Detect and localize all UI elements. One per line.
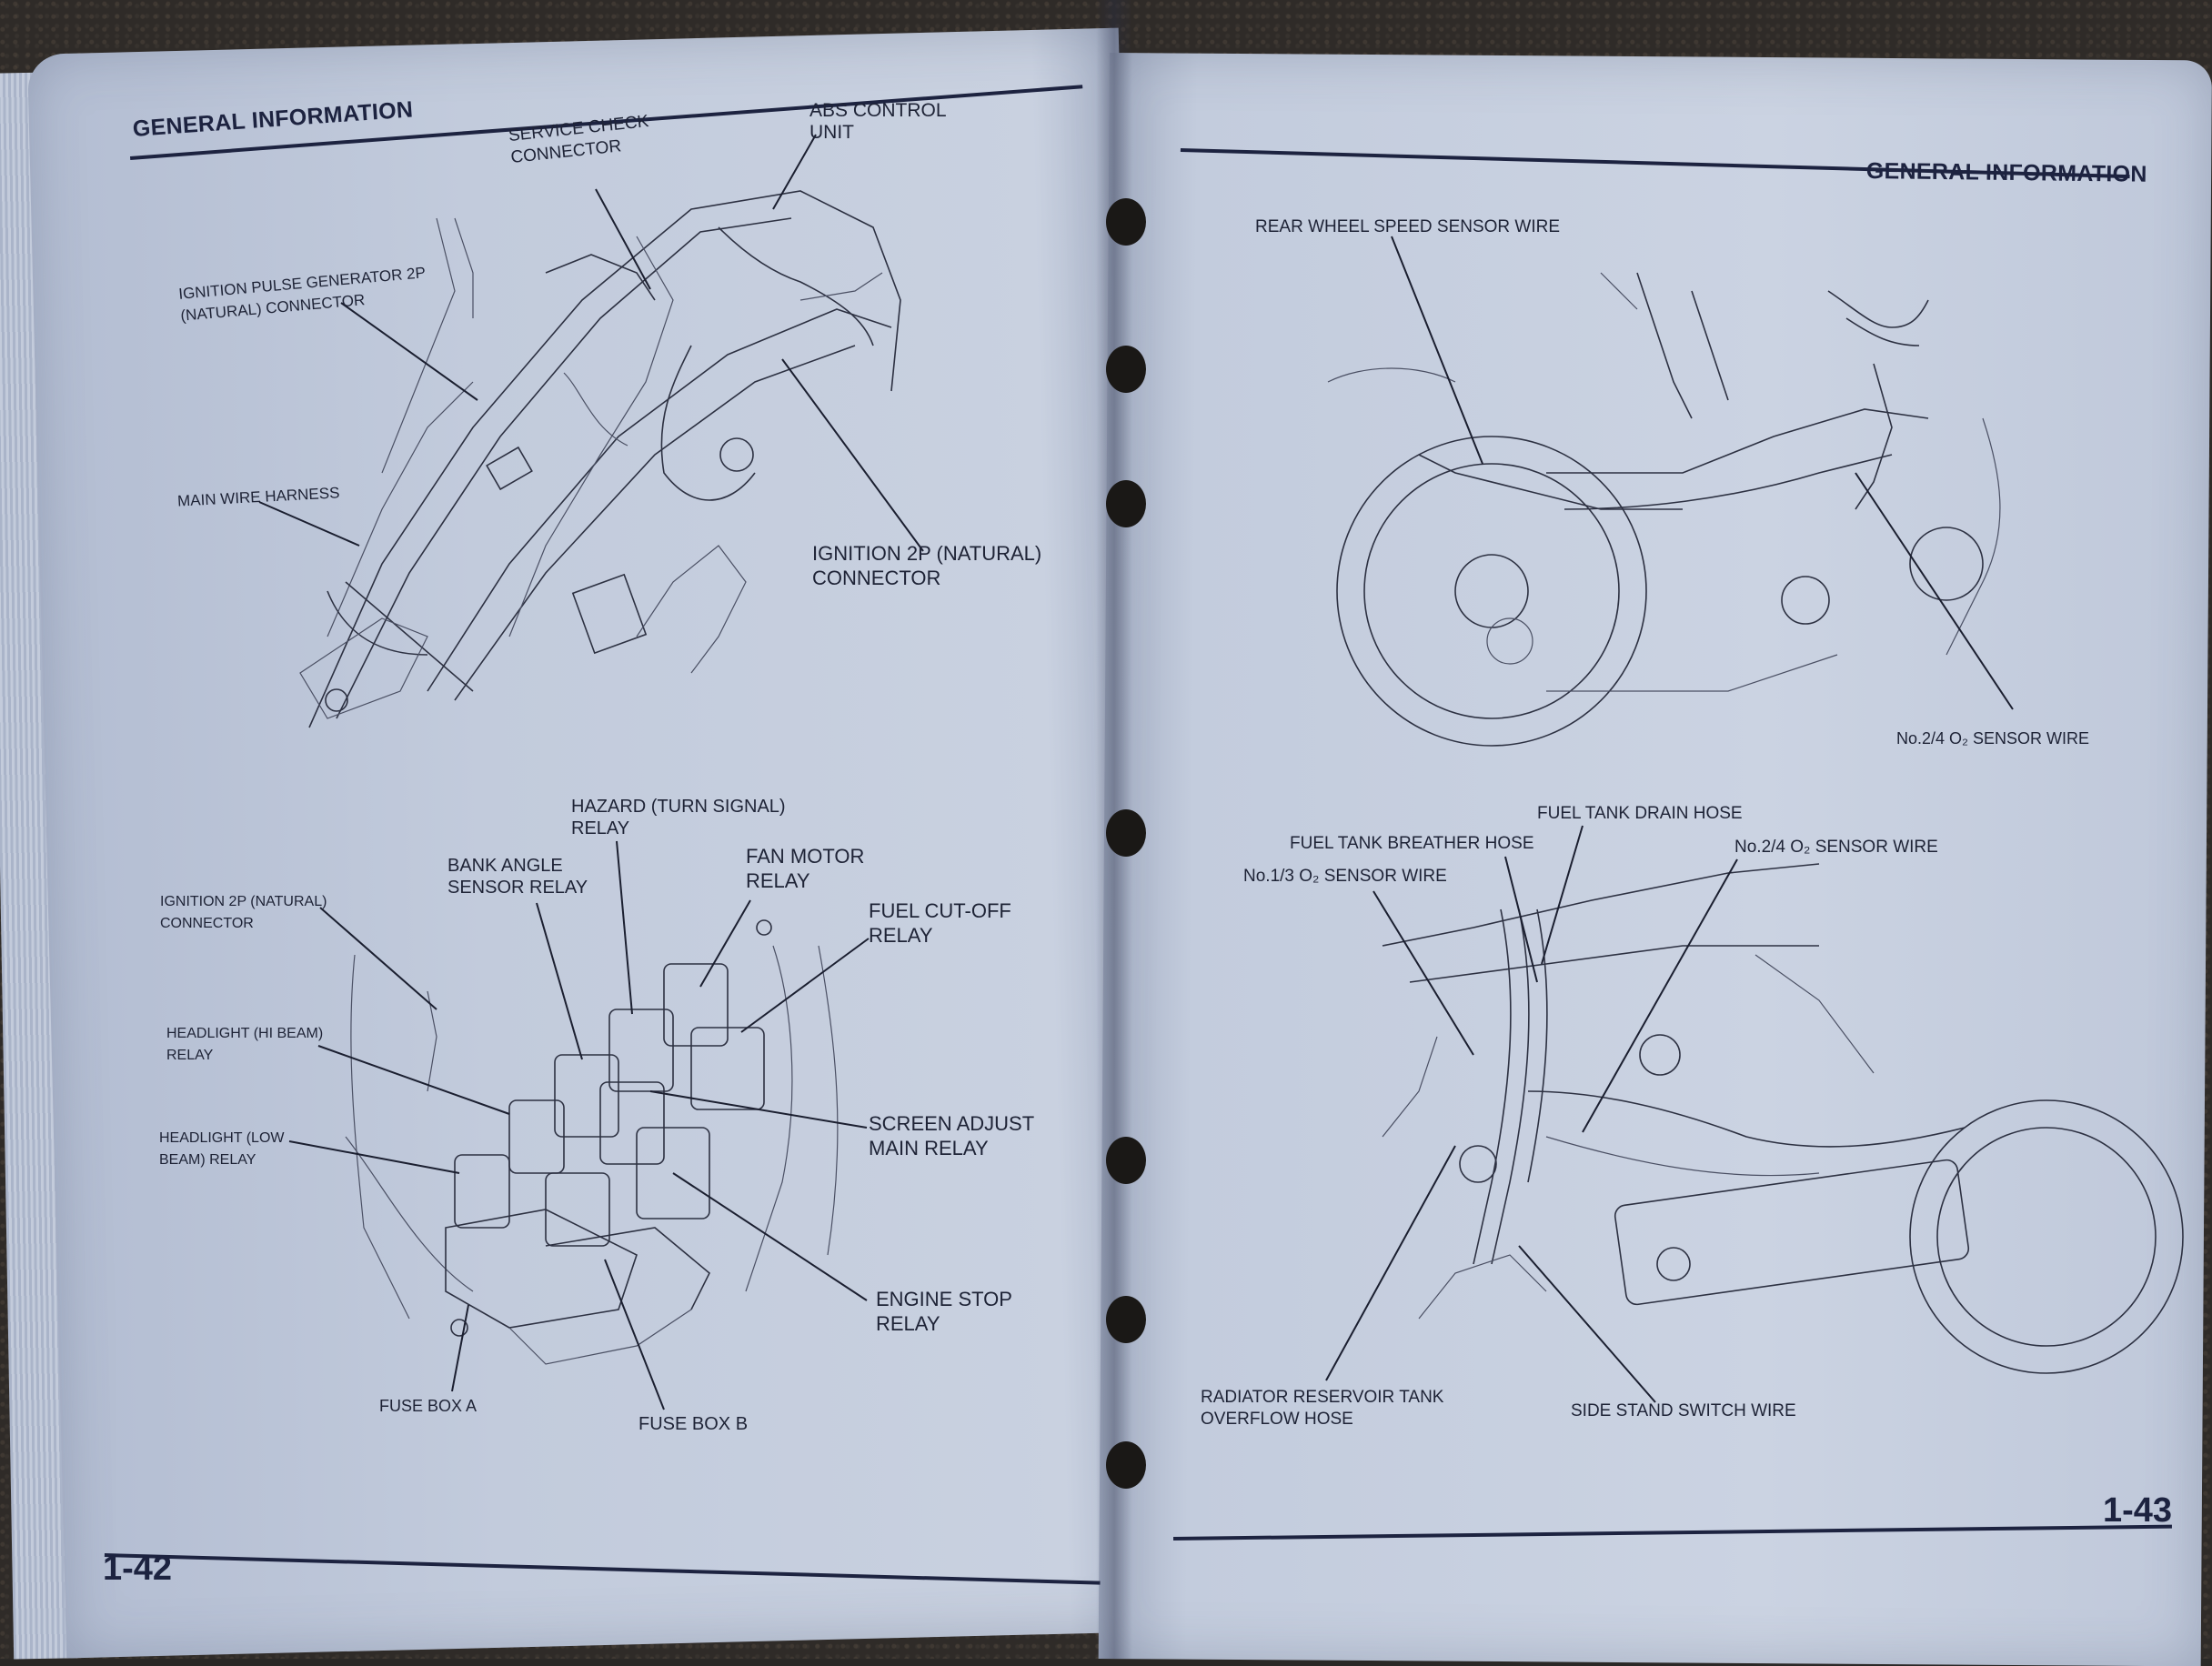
binder-hole xyxy=(1106,1441,1146,1489)
label-fan-motor-relay: FAN MOTOR RELAY xyxy=(746,845,865,892)
label-headlight-hi-relay: HEADLIGHT (HI BEAM) RELAY xyxy=(166,1026,324,1063)
label-fuse-box-b: FUSE BOX B xyxy=(638,1414,749,1434)
binder-hole xyxy=(1106,809,1146,857)
label-engine-stop-relay: ENGINE STOP RELAY xyxy=(876,1288,1012,1335)
label-fuel-tank-breather-hose: FUEL TANK BREATHER HOSE xyxy=(1290,834,1534,853)
label-o2-24-sensor-wire-top: No.2/4 O₂ SENSOR WIRE xyxy=(1896,729,2090,748)
label-fuel-tank-drain-hose: FUEL TANK DRAIN HOSE xyxy=(1537,804,1743,823)
label-abs-control-unit: ABS CONTROL UNIT xyxy=(809,100,947,143)
label-screen-adjust-relay: SCREEN ADJUST MAIN RELAY xyxy=(869,1112,1035,1159)
left-page-number: 1-42 xyxy=(103,1550,173,1588)
label-o2-13-sensor-wire: No.1/3 O₂ SENSOR WIRE xyxy=(1243,867,1447,886)
label-fuse-box-a: FUSE BOX A xyxy=(379,1397,478,1415)
label-radiator-overflow-hose: RADIATOR RESERVOIR TANK OVERFLOW HOSE xyxy=(1201,1388,1444,1429)
label-hazard-relay: HAZARD (TURN SIGNAL) RELAY xyxy=(571,797,786,838)
right-bottom-diagram xyxy=(1382,863,2184,1374)
binder-hole xyxy=(1106,346,1146,393)
left-bottom-diagram xyxy=(345,919,839,1365)
label-bank-angle-relay: BANK ANGLE SENSOR RELAY xyxy=(447,856,588,898)
binder-hole xyxy=(1106,480,1146,527)
label-ignition-2p-connector: IGNITION 2P (NATURAL) CONNECTOR xyxy=(812,542,1042,589)
label-ignition-2p-small: IGNITION 2P (NATURAL) CONNECTOR xyxy=(160,894,327,931)
binder-hole xyxy=(1106,1296,1146,1343)
label-o2-24-sensor-wire: No.2/4 O₂ SENSOR WIRE xyxy=(1734,838,1938,857)
label-fuel-cutoff-relay: FUEL CUT-OFF RELAY xyxy=(869,899,1011,947)
right-page-number: 1-43 xyxy=(2103,1491,2173,1530)
binder-hole xyxy=(1106,1137,1146,1184)
label-rear-wheel-speed-sensor-wire: REAR WHEEL SPEED SENSOR WIRE xyxy=(1255,217,1561,236)
binder-hole xyxy=(1106,198,1146,246)
right-top-diagram xyxy=(1327,272,2001,747)
label-side-stand-switch-wire: SIDE STAND SWITCH WIRE xyxy=(1571,1401,1796,1420)
left-top-diagram xyxy=(299,190,901,728)
label-headlight-low-relay: HEADLIGHT (LOW BEAM) RELAY xyxy=(159,1130,285,1168)
